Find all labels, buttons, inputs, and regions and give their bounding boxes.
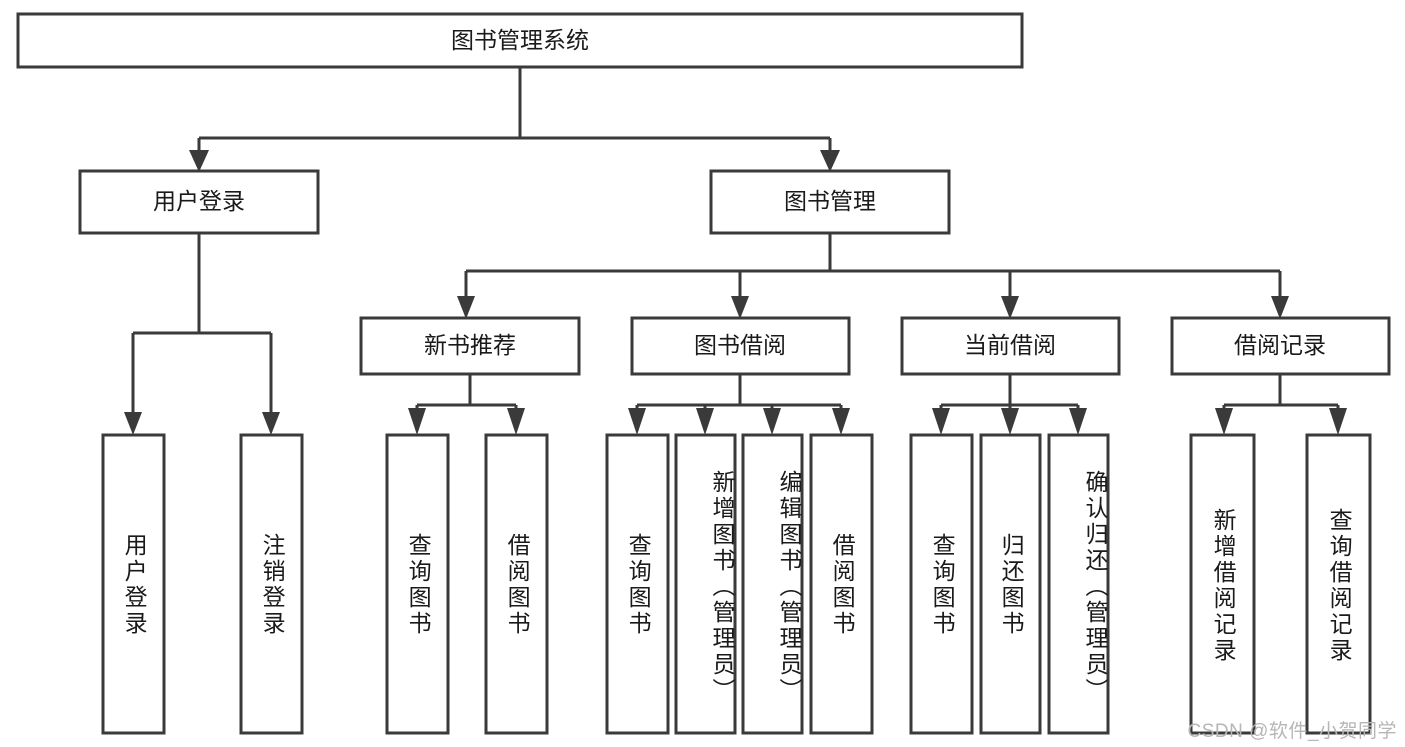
arrow-head-leaf-borrow-book-1 xyxy=(507,408,525,435)
arrow-head-leaf-query-record xyxy=(1329,408,1347,435)
leaf-query-book-2-box[interactable] xyxy=(605,433,670,735)
leaf-add-record-box[interactable] xyxy=(1189,433,1256,735)
leaf-query-record-box[interactable] xyxy=(1305,433,1372,735)
leaf-borrow-book-2-box[interactable] xyxy=(809,433,874,735)
node-borrow-record-label: 借阅记录 xyxy=(1234,332,1326,358)
leaf-confirm-return-box[interactable] xyxy=(1047,433,1110,735)
leaf-boxes xyxy=(101,433,1372,735)
node-user-login[interactable]: 用户登录 xyxy=(78,169,320,235)
node-book-manage[interactable]: 图书管理 xyxy=(709,169,951,235)
arrow-head-leaf-query-book-1 xyxy=(408,408,426,435)
arrow-head-borrow-record xyxy=(1271,296,1289,319)
node-borrow-record[interactable]: 借阅记录 xyxy=(1170,316,1391,376)
arrow-head-leaf-return-book xyxy=(1001,408,1019,435)
node-user-login-box[interactable] xyxy=(78,169,320,235)
arrow-head-leaf-query-book-3 xyxy=(932,408,950,435)
arrow-head-book-manage xyxy=(820,150,840,172)
arrow-head-leaf-borrow-book-2 xyxy=(832,408,850,435)
arrow-head-leaf-user-logout xyxy=(262,412,280,435)
arrow-head-leaf-edit-book xyxy=(763,408,781,435)
node-root-box[interactable] xyxy=(16,12,1024,69)
arrow-head-leaf-query-book-2 xyxy=(628,408,646,435)
node-book-borrow-box[interactable] xyxy=(630,316,851,376)
node-root[interactable]: 图书管理系统 xyxy=(16,12,1024,69)
node-current-borrow-box[interactable] xyxy=(900,316,1121,376)
leaf-query-book-1-box[interactable] xyxy=(385,433,450,735)
arrow-head-leaf-confirm-return xyxy=(1069,408,1087,435)
node-borrow-record-box[interactable] xyxy=(1170,316,1391,376)
arrow-head-leaf-user-login xyxy=(124,412,142,435)
leaf-borrow-book-1-box[interactable] xyxy=(484,433,549,735)
arrow-head-book-borrow xyxy=(731,296,749,319)
node-root-label: 图书管理系统 xyxy=(451,27,589,53)
connectors xyxy=(124,67,1347,435)
leaf-user-logout-box[interactable] xyxy=(239,433,304,735)
leaf-edit-book-box[interactable] xyxy=(741,433,804,735)
arrow-head-user-login xyxy=(189,150,209,172)
node-book-borrow-label: 图书借阅 xyxy=(694,332,786,358)
node-current-borrow[interactable]: 当前借阅 xyxy=(900,316,1121,376)
node-new-book-recommend-box[interactable] xyxy=(359,316,581,376)
leaf-return-book-box[interactable] xyxy=(979,433,1042,735)
node-book-manage-box[interactable] xyxy=(709,169,951,235)
csdn-watermark: CSDN @软件_小贺同学 xyxy=(1187,721,1397,742)
node-book-borrow[interactable]: 图书借阅 xyxy=(630,316,851,376)
arrow-head-current-borrow xyxy=(1001,296,1019,319)
arrow-head-leaf-add-book xyxy=(696,408,714,435)
node-user-login-label: 用户登录 xyxy=(153,188,245,214)
node-book-manage-label: 图书管理 xyxy=(784,188,876,214)
arrow-head-new-book-recommend xyxy=(457,296,475,319)
node-new-book-recommend[interactable]: 新书推荐 xyxy=(359,316,581,376)
node-current-borrow-label: 当前借阅 xyxy=(964,332,1056,358)
node-new-book-recommend-label: 新书推荐 xyxy=(424,332,516,358)
arrow-head-leaf-add-record xyxy=(1215,408,1233,435)
leaf-user-login-box[interactable] xyxy=(101,433,166,735)
leaf-query-book-3-box[interactable] xyxy=(909,433,974,735)
leaf-add-book-box[interactable] xyxy=(674,433,737,735)
